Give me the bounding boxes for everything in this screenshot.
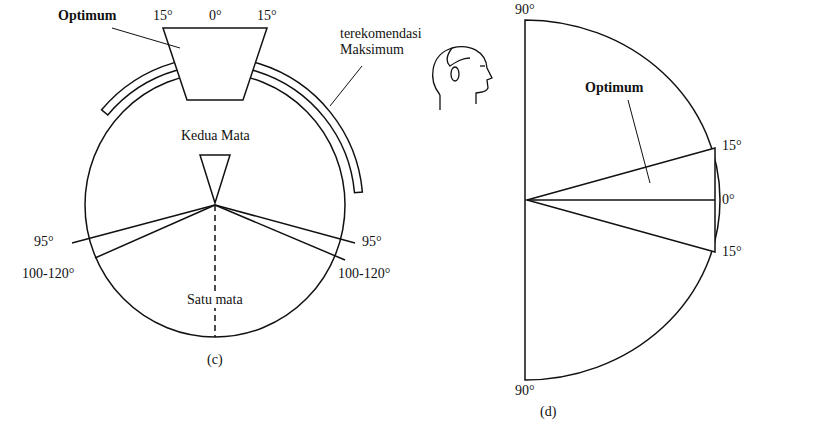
leader-line <box>628 100 650 183</box>
part-label: Kedua Mata <box>181 128 250 144</box>
angle-label: 15° <box>722 244 742 260</box>
limit-line <box>95 205 215 258</box>
leader-line <box>112 28 180 48</box>
figure-label: (d) <box>540 404 556 420</box>
leader-line <box>330 66 362 106</box>
angle-label: 15° <box>257 8 277 24</box>
vertical-field <box>525 20 720 380</box>
angle-label: 90° <box>515 2 535 18</box>
angle-label: 90° <box>515 383 535 399</box>
optimum-trapezoid <box>163 28 267 100</box>
head-icon <box>433 47 492 110</box>
angle-label: 100-120° <box>338 266 390 282</box>
part-label: Optimum <box>585 80 643 96</box>
angle-label: 15° <box>722 138 742 154</box>
field-circle <box>85 73 345 337</box>
angle-label: 0° <box>722 192 735 208</box>
angle-label: 95° <box>34 234 54 250</box>
limit-line <box>215 205 355 243</box>
part-label: terekomendasi Maksimum <box>340 26 440 58</box>
angle-label: 100-120° <box>22 266 74 282</box>
angle-label: 15° <box>153 8 173 24</box>
part-label: Satu mata <box>184 292 246 308</box>
binocular-triangle <box>200 155 230 203</box>
center-line <box>214 205 216 337</box>
zero-line <box>527 199 715 201</box>
angle-label: 95° <box>362 234 382 250</box>
limit-line <box>215 205 345 260</box>
optimum-wedge <box>527 148 715 252</box>
part-label: Optimum <box>58 8 116 24</box>
angle-label: 0° <box>209 8 222 24</box>
figure-label: (c) <box>207 352 223 368</box>
